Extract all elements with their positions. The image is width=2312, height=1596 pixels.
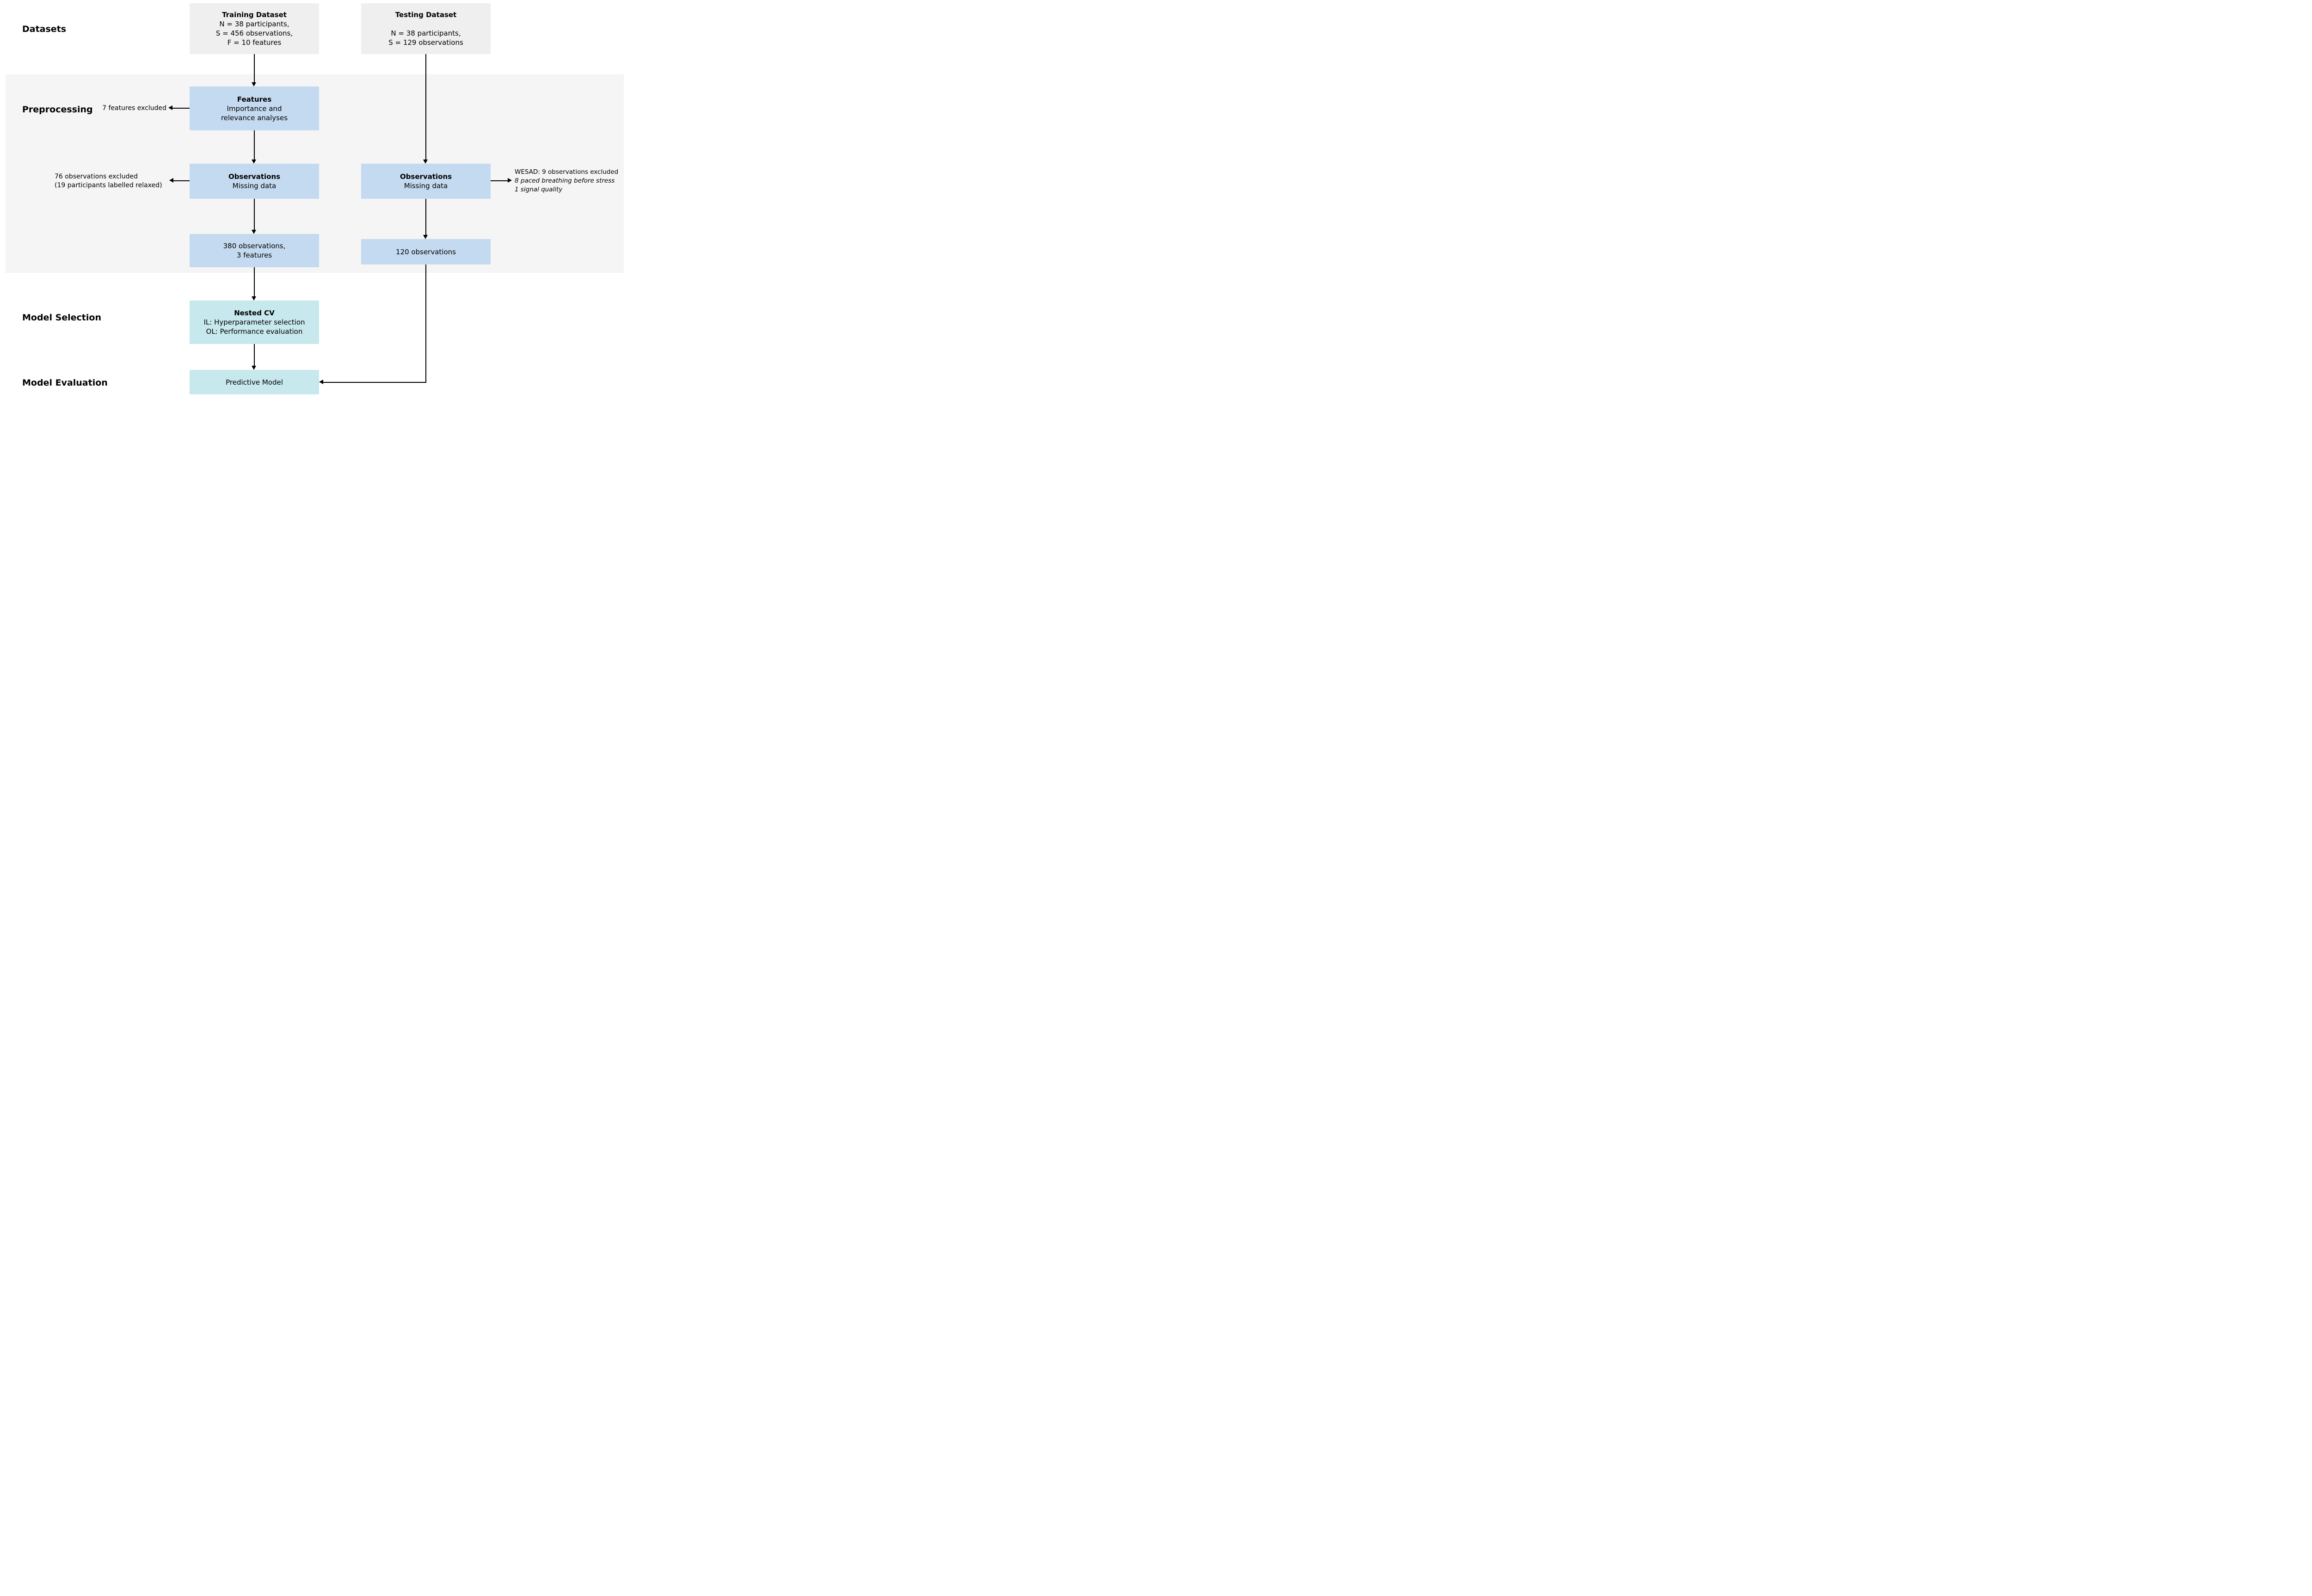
- section-label-model-evaluation: Model Evaluation: [22, 378, 108, 388]
- arrowhead-right-icon: [508, 178, 512, 183]
- arrowhead-down-icon: [252, 366, 256, 370]
- observations-test-title: Observations: [400, 172, 452, 181]
- observations-train-line: Missing data: [232, 182, 277, 190]
- arrow-features-excluded: [172, 108, 190, 109]
- arrow-observations-to-test-result: [425, 199, 426, 235]
- arrow-test-result-to-predictive-vertical: [425, 264, 426, 383]
- testing-dataset-line: N = 38 participants,: [391, 29, 461, 37]
- nested-cv-title: Nested CV: [234, 309, 275, 317]
- box-features: Features Importance and relevance analys…: [190, 86, 319, 130]
- arrow-observations-to-train-result: [254, 199, 255, 230]
- features-title: Features: [237, 95, 272, 104]
- train-result-line: 3 features: [236, 251, 272, 259]
- arrowhead-left-icon: [168, 105, 172, 110]
- box-testing-dataset: Testing Dataset N = 38 participants, S =…: [361, 3, 491, 54]
- annotation-line: WESAD: 9 observations excluded: [515, 168, 619, 176]
- testing-dataset-line: S = 129 observations: [388, 38, 463, 47]
- arrowhead-down-icon: [252, 160, 256, 164]
- features-line: relevance analyses: [221, 113, 288, 122]
- box-observations-test: Observations Missing data: [361, 164, 491, 199]
- training-dataset-line: N = 38 participants,: [219, 20, 289, 28]
- observations-train-title: Observations: [228, 172, 281, 181]
- arrow-nested-cv-to-predictive-model: [254, 344, 255, 366]
- features-line: Importance and: [227, 104, 282, 113]
- annotation-line: (19 participants labelled relaxed): [55, 182, 162, 189]
- box-test-result: 120 observations: [361, 239, 491, 264]
- annotation-line-italic: 8 paced breathing before stress: [515, 177, 615, 184]
- arrowhead-down-icon: [423, 160, 428, 164]
- observations-test-line: Missing data: [404, 182, 448, 190]
- arrow-testing-to-observations: [425, 54, 426, 160]
- annotation-line: 76 observations excluded: [55, 173, 138, 180]
- annotation-train-observations-excluded: 76 observations excluded (19 participant…: [55, 172, 167, 190]
- training-dataset-line: F = 10 features: [227, 38, 282, 47]
- box-train-result: 380 observations, 3 features: [190, 234, 319, 267]
- arrow-train-observations-excluded: [173, 180, 190, 181]
- arrow-test-result-to-predictive-horizontal: [323, 382, 426, 383]
- arrowhead-down-icon: [252, 82, 256, 86]
- box-training-dataset: Training Dataset N = 38 participants, S …: [190, 3, 319, 54]
- arrow-features-to-observations: [254, 130, 255, 160]
- annotation-test-observations-excluded: WESAD: 9 observations excluded 8 paced b…: [515, 168, 624, 194]
- section-label-model-selection: Model Selection: [22, 313, 101, 323]
- annotation-features-excluded: 7 features excluded: [102, 104, 166, 112]
- box-nested-cv: Nested CV IL: Hyperparameter selection O…: [190, 301, 319, 344]
- section-label-preprocessing: Preprocessing: [22, 104, 93, 115]
- testing-dataset-title: Testing Dataset: [395, 11, 457, 19]
- arrow-test-observations-excluded: [491, 180, 508, 181]
- arrowhead-down-icon: [423, 235, 428, 239]
- arrowhead-left-icon: [169, 178, 173, 183]
- arrowhead-down-icon: [252, 230, 256, 234]
- predictive-model-label: Predictive Model: [226, 378, 283, 387]
- nested-cv-line: IL: Hyperparameter selection: [203, 318, 305, 326]
- training-dataset-line: S = 456 observations,: [215, 29, 293, 37]
- box-observations-train: Observations Missing data: [190, 164, 319, 199]
- arrowhead-down-icon: [252, 296, 256, 301]
- annotation-line-italic: 1 signal quality: [515, 186, 563, 193]
- nested-cv-line: OL: Performance evaluation: [206, 327, 303, 336]
- training-dataset-title: Training Dataset: [222, 11, 287, 19]
- flow-diagram: Datasets Preprocessing Model Selection M…: [0, 0, 624, 399]
- box-predictive-model: Predictive Model: [190, 370, 319, 394]
- arrow-train-result-to-nested-cv: [254, 267, 255, 297]
- arrow-training-to-features: [254, 54, 255, 83]
- arrowhead-left-icon: [319, 380, 323, 384]
- section-label-datasets: Datasets: [22, 24, 67, 34]
- train-result-line: 380 observations,: [223, 242, 286, 250]
- test-result-label: 120 observations: [396, 247, 456, 256]
